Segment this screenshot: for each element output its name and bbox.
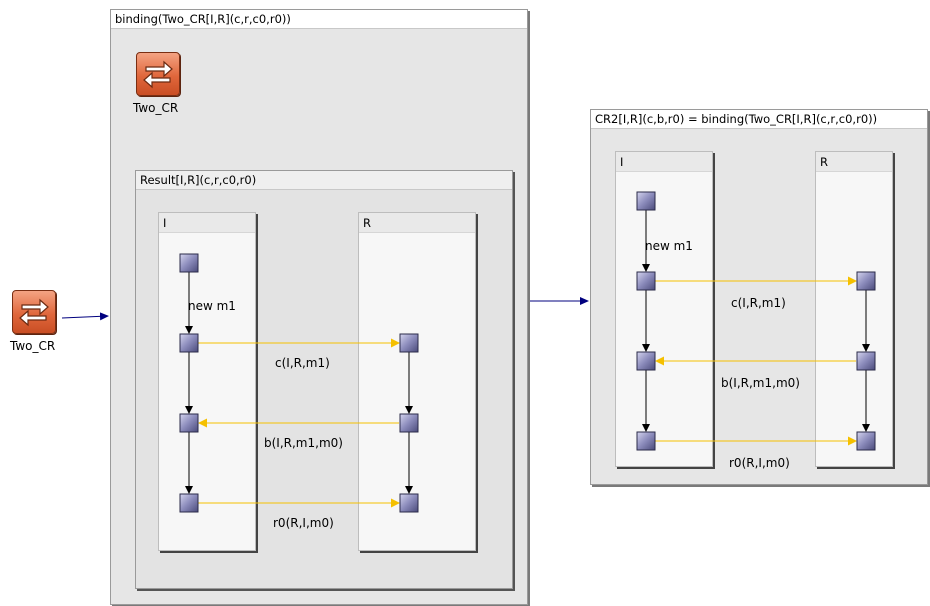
cr2-frame-title: CR2[I,R](c,b,r0) = binding(Two_CR[I,R](c… [591,110,927,129]
message-label: c(I,R,m1) [275,356,330,370]
lane-i[interactable]: I [158,212,256,551]
binding-frame-title: binding(Two_CR[I,R](c,r,c0,r0)) [111,10,527,29]
event-node [399,493,419,513]
message-label: c(I,R,m1) [731,296,786,310]
flow-arrow [61,312,109,321]
event-node [179,333,199,353]
lane-i[interactable]: I [615,151,713,467]
cr2-frame[interactable]: CR2[I,R](c,b,r0) = binding(Two_CR[I,R](c… [590,109,928,485]
message-label: b(I,R,m1,m0) [721,376,800,390]
result-panel[interactable]: Result[I,R](c,r,c0,r0) I R [135,170,513,589]
event-node [179,413,199,433]
two-cr-process-icon[interactable] [12,290,56,334]
two-cr-process-label: Two_CR [10,339,56,353]
event-node [399,333,419,353]
event-node [399,413,419,433]
lane-i-title: I [616,152,712,172]
lane-r-title: R [359,213,475,233]
two-cr-process-icon[interactable] [136,52,180,96]
message-label: b(I,R,m1,m0) [264,436,343,450]
binding-frame[interactable]: binding(Two_CR[I,R](c,r,c0,r0)) Two_CR R… [110,9,528,605]
event-node [856,271,876,291]
event-node [179,253,199,273]
two-cr-process-label: Two_CR [133,101,179,115]
event-node [856,431,876,451]
message-label: r0(R,I,m0) [273,516,334,530]
new-m1-label: new m1 [188,299,236,313]
event-node [636,191,656,211]
event-node [636,431,656,451]
lane-r-title: R [816,152,892,172]
event-node [636,351,656,371]
event-node [856,351,876,371]
result-panel-title: Result[I,R](c,r,c0,r0) [136,171,512,190]
new-m1-label: new m1 [645,239,693,253]
event-node [179,493,199,513]
lane-i-title: I [159,213,255,233]
event-node [636,271,656,291]
message-label: r0(R,I,m0) [729,456,790,470]
swap-arrows-icon [143,60,173,89]
swap-arrows-icon [19,298,49,327]
lane-r[interactable]: R [815,151,893,467]
